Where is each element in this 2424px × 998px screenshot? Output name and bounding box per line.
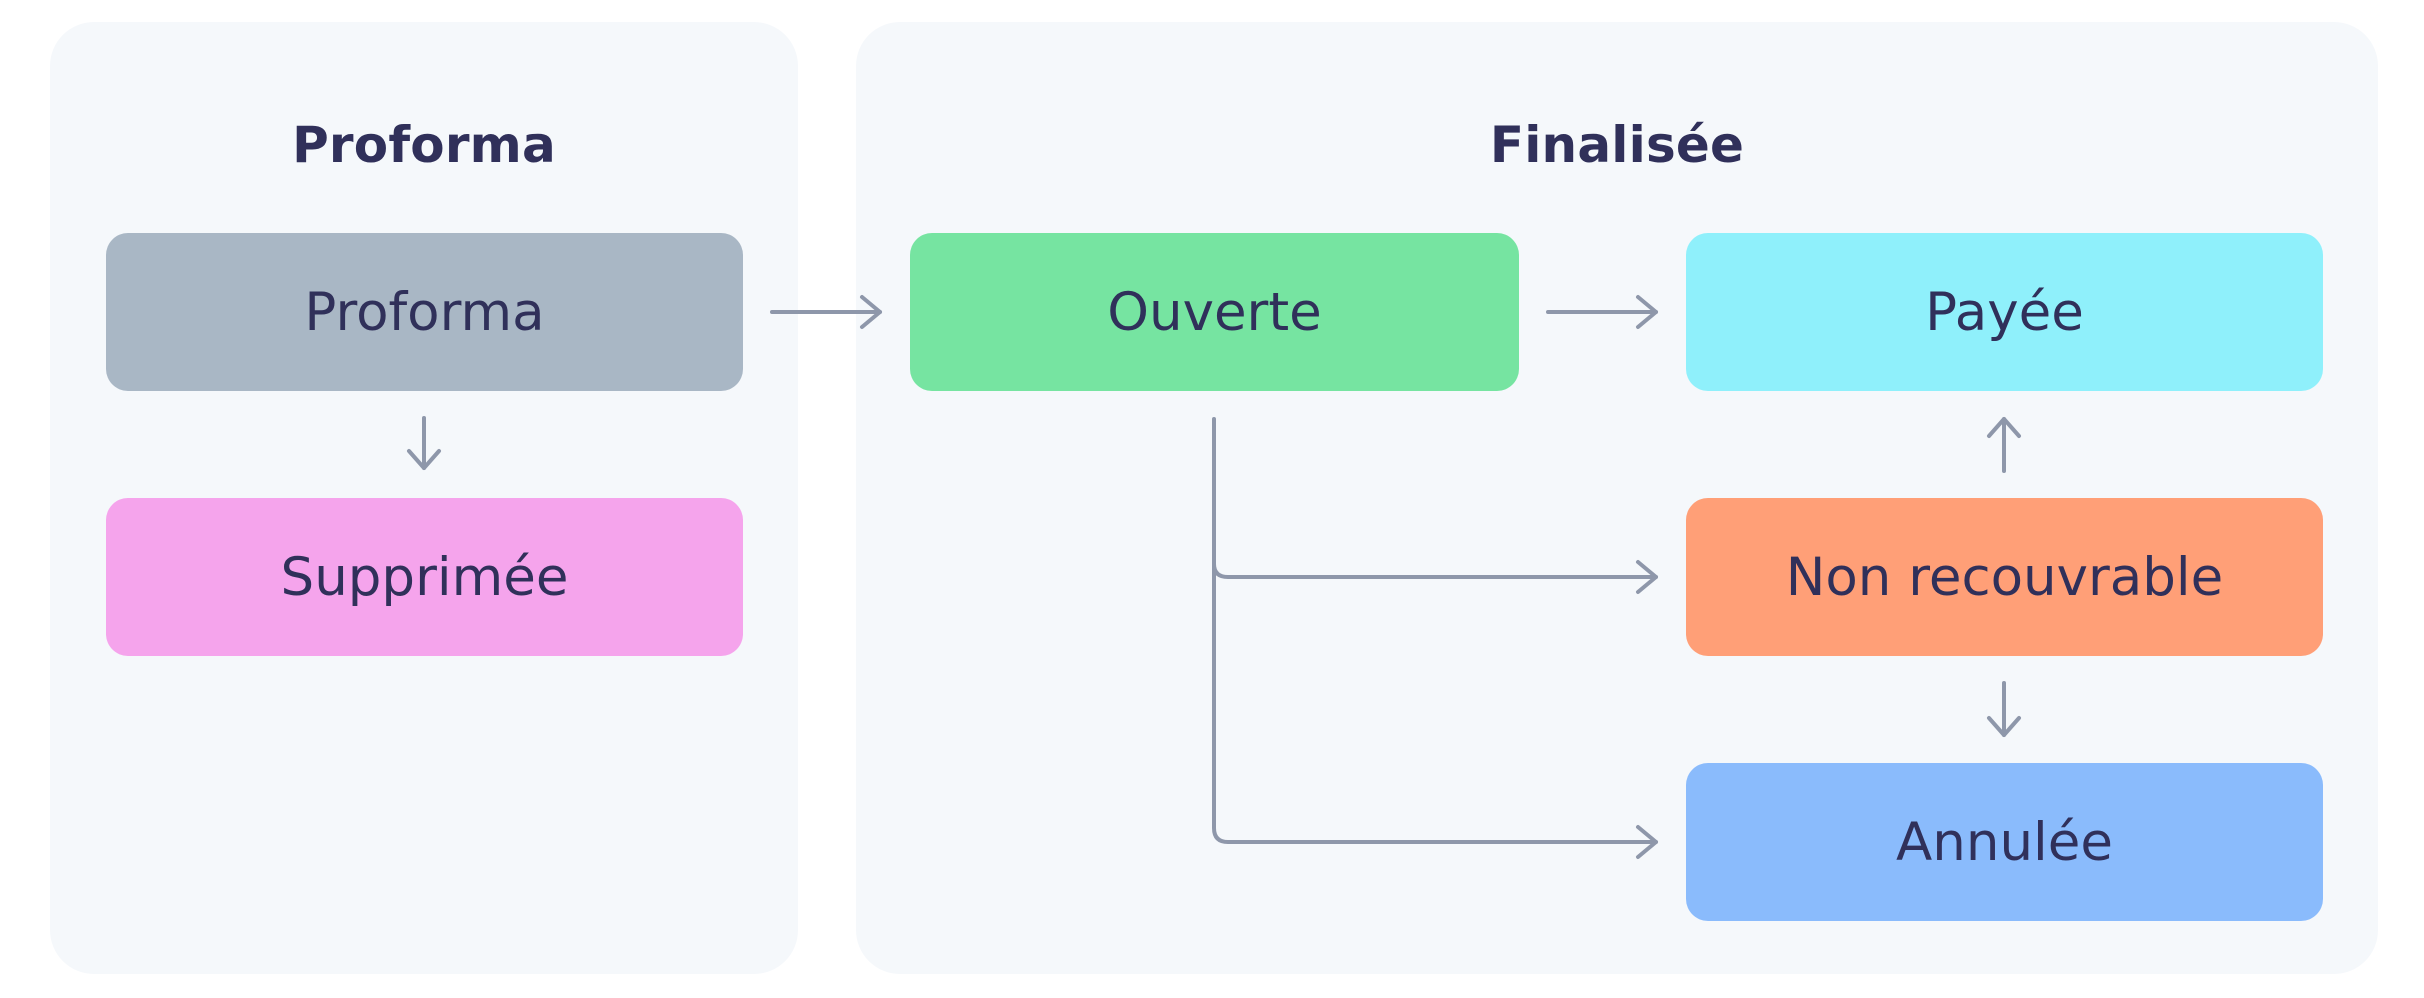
status-open: Ouverte	[910, 233, 1519, 391]
status-uncollectible: Non recouvrable	[1686, 498, 2323, 656]
status-proforma: Proforma	[106, 233, 743, 391]
proforma-panel-title: Proforma	[292, 116, 556, 174]
finalized-panel-title: Finalisée	[1489, 116, 1745, 174]
status-deleted: Supprimée	[106, 498, 743, 656]
status-void: Annulée	[1686, 763, 2323, 921]
status-paid: Payée	[1686, 233, 2323, 391]
